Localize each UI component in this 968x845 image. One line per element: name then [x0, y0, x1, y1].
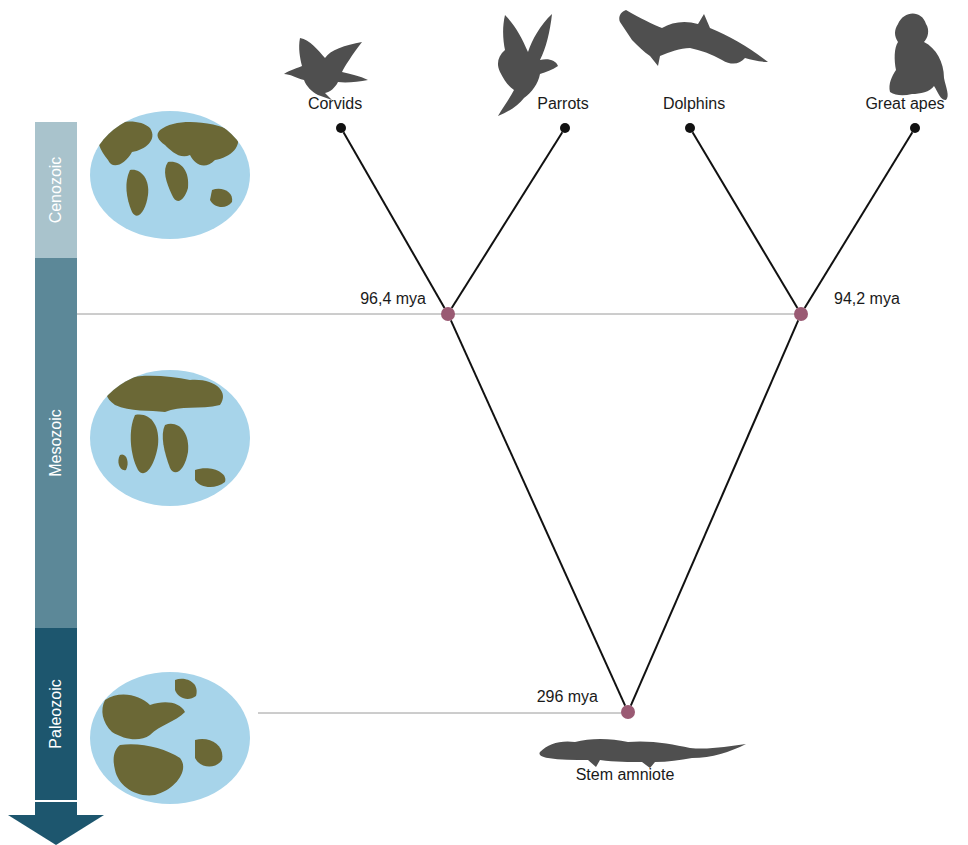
node-label: 94,2 mya: [834, 290, 900, 308]
taxon-tip: Parrots: [560, 123, 570, 133]
separator: [35, 800, 77, 802]
globe-mesozoic: [90, 370, 250, 506]
era-band: Mesozoic: [35, 258, 77, 628]
root-node: 296 myaStem amniote: [621, 705, 635, 719]
great-ape-silhouette: [889, 14, 947, 101]
taxon-label: Parrots: [537, 95, 589, 113]
era-label: Cenozoic: [47, 157, 65, 224]
time-guide-line: [77, 314, 801, 315]
time-arrow-head: [8, 815, 104, 845]
corvid-silhouette: [284, 38, 368, 100]
taxon-tip: Corvids: [336, 123, 346, 133]
taxon-label: Dolphins: [663, 95, 725, 113]
taxon-tip: Great apes: [910, 123, 920, 133]
branch-line: [805, 132, 913, 308]
branch-line: [343, 132, 444, 308]
branch-line: [451, 320, 625, 705]
era-label: Mesozoic: [47, 409, 65, 477]
branch-line: [452, 132, 563, 308]
branch-line: [693, 132, 798, 308]
era-label: Paleozoic: [47, 679, 65, 748]
taxon-label: Corvids: [308, 95, 362, 113]
dolphin-silhouette: [619, 10, 768, 66]
divergence-node: 96,4 mya: [441, 307, 455, 321]
divergence-node: 94,2 mya: [794, 307, 808, 321]
time-arrow-shaft: [35, 800, 77, 816]
era-band: Paleozoic: [35, 628, 77, 800]
node-label: 296 mya: [537, 688, 598, 706]
globe-paleozoic: [90, 672, 250, 804]
branch-line: [631, 320, 798, 705]
stem-amniote-silhouette: [539, 739, 746, 768]
node-label: Stem amniote: [576, 766, 675, 784]
taxon-tip: Dolphins: [685, 123, 695, 133]
globe-cenozoic: [90, 111, 250, 239]
node-label: 96,4 mya: [360, 290, 426, 308]
taxon-label: Great apes: [865, 95, 944, 113]
time-guide-line: [258, 713, 628, 714]
era-band: Cenozoic: [35, 122, 77, 258]
